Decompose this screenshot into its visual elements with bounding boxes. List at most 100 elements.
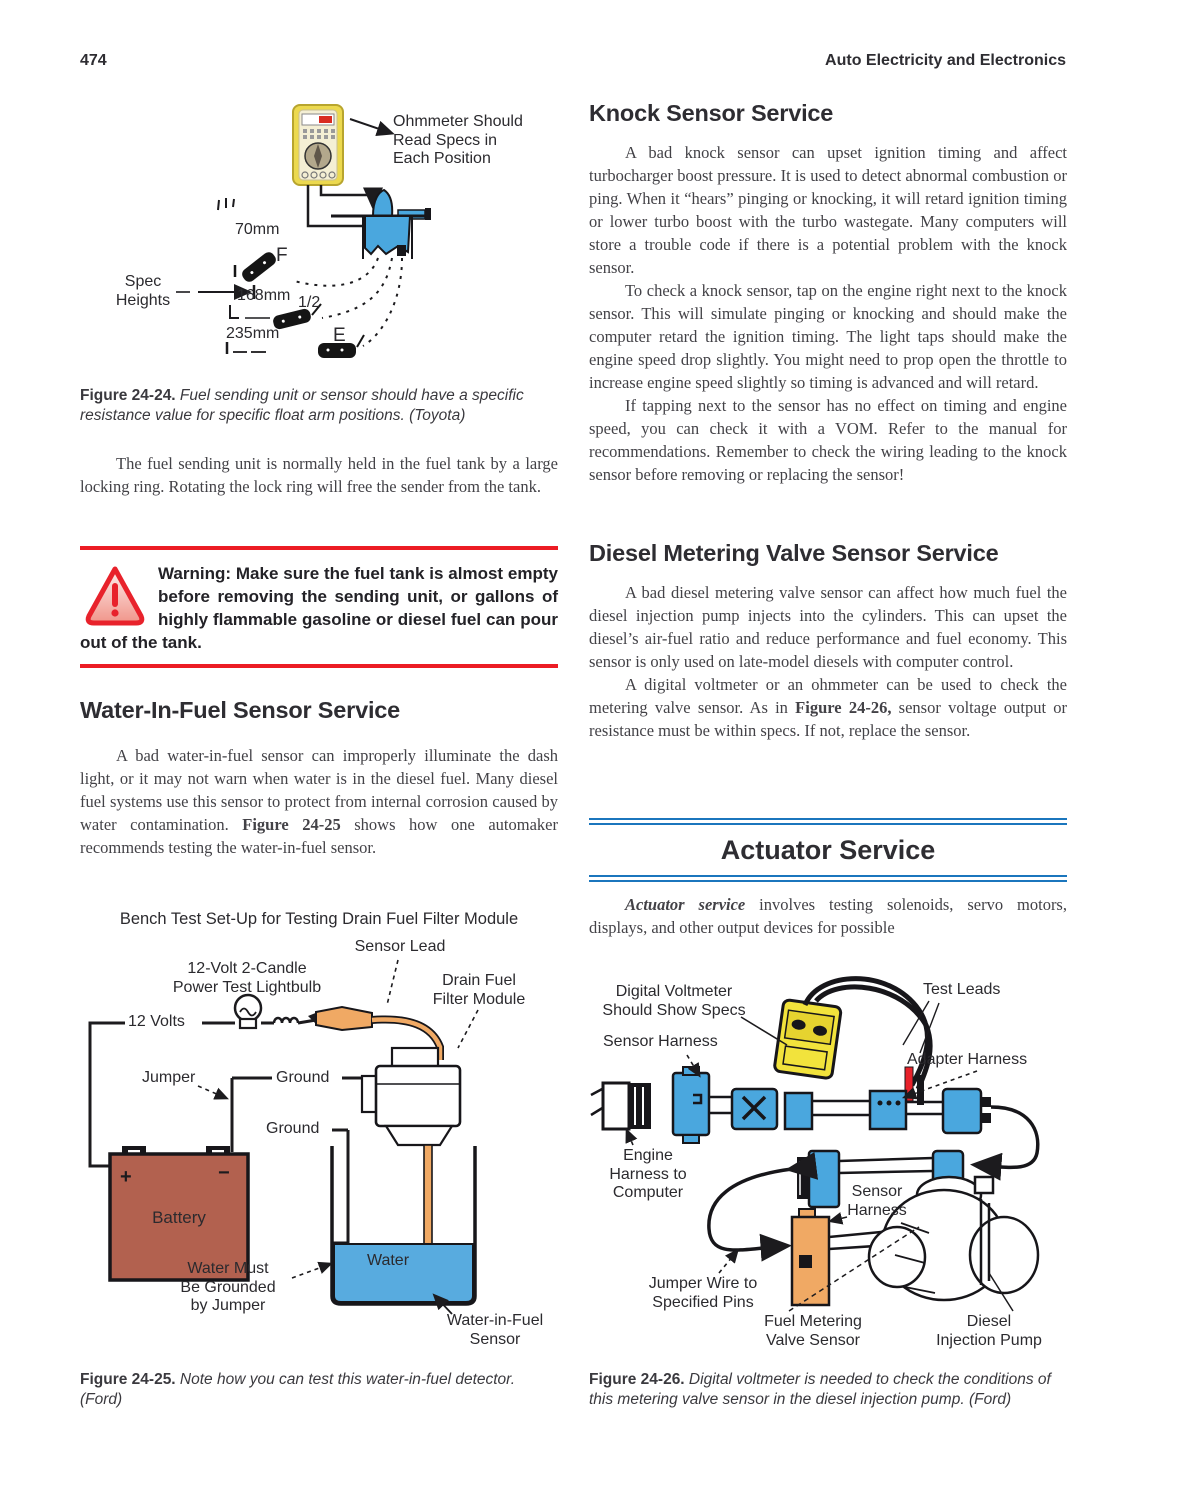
sending-unit-paragraph: The fuel sending unit is normally held i…	[80, 452, 558, 498]
jumper-label: Jumper	[142, 1069, 196, 1086]
diesel-metering-paragraphs: A bad diesel metering valve sensor can a…	[589, 581, 1067, 742]
spec-heights-label: Spec Heights	[115, 273, 171, 309]
diesel-injection-pump-label: Diesel Injection Pump	[936, 1313, 1042, 1349]
water-in-fuel-sensor-label: Water-in-Fuel Sensor	[446, 1312, 544, 1348]
fuel-sending-unit	[331, 188, 431, 259]
ground-label: Ground	[276, 1069, 330, 1086]
tick-marks	[176, 198, 270, 354]
sensor-lead-label: Sensor Lead	[354, 938, 446, 955]
height-235mm-label: 235mm	[226, 325, 280, 342]
figure-24-25-caption-number: Figure 24-25.	[80, 1371, 176, 1388]
figure-reference: Figure 24-26,	[795, 698, 892, 717]
test-lightbulb-label: 12-Volt 2-Candle Power Test Lightbulb	[172, 960, 322, 996]
paragraph: A digital voltmeter or an ohmmeter can b…	[589, 673, 1067, 742]
sensor-harness-label: Sensor Harness	[847, 1183, 907, 1219]
figure-24-26: Digital Voltmeter Should Show Specs Test…	[589, 955, 1079, 1365]
digital-voltmeter-icon	[773, 998, 843, 1080]
float-empty-label: E	[333, 325, 346, 346]
black-test-probe	[917, 1075, 924, 1105]
fuel-metering-valve-connector	[790, 1208, 892, 1307]
double-rule-top	[589, 818, 1067, 825]
figure-24-25-caption: Figure 24-25. Note how you can test this…	[80, 1370, 558, 1410]
figure-24-26-caption: Figure 24-26. Digital voltmeter is neede…	[589, 1370, 1067, 1410]
ohmmeter-note-label: Ohmmeter Should Read Specs in Each Posit…	[393, 113, 523, 168]
diesel-metering-heading: Diesel Metering Valve Sensor Service	[589, 540, 999, 566]
leader-lines	[625, 1000, 1014, 1312]
warning-box: Warning: Make sure the fuel tank is almo…	[80, 546, 558, 668]
paragraph-text: shows how one automaker recommends testi…	[80, 815, 558, 857]
drain-fuel-filter-module	[360, 1046, 462, 1147]
warning-triangle-icon	[85, 566, 145, 626]
water-grounded-label: Water Must Be Grounded by Jumper	[180, 1260, 276, 1315]
ground-label: Ground	[266, 1120, 320, 1137]
running-head: Auto Electricity and Electronics	[825, 52, 1066, 69]
adapter-harness-label: Adapter Harness	[907, 1051, 1028, 1068]
float-half-label: 1/2	[298, 294, 321, 311]
knock-sensor-paragraphs: A bad knock sensor can upset ignition ti…	[589, 141, 1067, 486]
drain-fuel-filter-label: Drain Fuel Filter Module	[432, 972, 526, 1008]
paragraph: If tapping next to the sensor has no eff…	[589, 396, 1067, 484]
actuator-service-banner: Actuator Service	[589, 818, 1067, 882]
page-number: 474	[80, 52, 107, 69]
paragraph: A bad water-in-fuel sensor can improperl…	[80, 744, 558, 859]
water-in-fuel-heading: Water-In-Fuel Sensor Service	[80, 697, 401, 723]
test-lead-wire	[319, 185, 383, 210]
paragraph: The fuel sending unit is normally held i…	[80, 454, 558, 496]
figure-title: Bench Test Set-Up for Testing Drain Fuel…	[119, 910, 519, 928]
figure-24-24-caption: Figure 24-24. Fuel sending unit or senso…	[80, 386, 558, 426]
water-label: Water	[366, 1252, 410, 1269]
actuator-paragraph: Actuator service involves testing soleno…	[589, 893, 1067, 939]
figure-reference: Figure 24-25	[242, 815, 341, 834]
figure-24-26-caption-text: Digital voltmeter is needed to check the…	[589, 1371, 1051, 1408]
jumper-wire	[707, 1152, 819, 1262]
sensor-lead-connector	[308, 1005, 444, 1060]
test-leads-label: Test Leads	[923, 981, 1001, 998]
test-lightbulb-icon	[233, 993, 263, 1030]
digital-voltmeter-label: Digital Voltmeter Should Show Specs	[602, 983, 746, 1019]
jumper-wire-label: Jumper Wire to Specified Pins	[648, 1275, 758, 1311]
bench-test-diagram	[88, 959, 479, 1315]
float-positions	[233, 252, 365, 358]
ohmmeter-icon	[292, 104, 344, 186]
paragraph-text: A digital voltmeter or an ohmmeter can b…	[589, 675, 1067, 717]
battery-negative-sign: −	[218, 1162, 230, 1184]
fuel-metering-valve-label: Fuel Metering Valve Sensor	[764, 1313, 862, 1349]
paragraph: To check a knock sensor, tap on the engi…	[589, 281, 1067, 392]
actuator-service-heading: Actuator Service	[720, 835, 936, 865]
figure-24-26-caption-number: Figure 24-26.	[589, 1371, 685, 1388]
figure-24-25-caption-text: Note how you can test this water-in-fuel…	[80, 1371, 516, 1408]
knock-sensor-heading: Knock Sensor Service	[589, 100, 834, 126]
paragraph: A bad diesel metering valve sensor can a…	[589, 583, 1067, 671]
battery-label: Battery	[152, 1208, 206, 1227]
double-rule-bottom	[589, 875, 1067, 882]
paragraph-text: A bad water-in-fuel sensor can improperl…	[80, 746, 558, 834]
water-container	[330, 1146, 477, 1306]
test-lead-wire	[306, 185, 363, 228]
twelve-volts-label: 12 Volts	[128, 1013, 185, 1030]
height-168mm-label: 168mm	[237, 287, 291, 304]
paragraph: Actuator service involves testing soleno…	[589, 893, 1067, 939]
actuator-service-term: Actuator service	[625, 895, 746, 914]
diesel-injection-pump-art	[867, 1175, 1040, 1302]
paragraph-text: sensor voltage output or resistance must…	[589, 698, 1068, 740]
harness-loop-wire	[970, 1105, 1040, 1181]
warning-text: Warning: Make sure the fuel tank is almo…	[80, 564, 558, 652]
ohmmeter-arrow	[349, 118, 395, 137]
paragraph: A bad knock sensor can upset ignition ti…	[589, 143, 1067, 277]
battery-icon	[108, 1146, 250, 1282]
figure-24-24-caption-number: Figure 24-24.	[80, 387, 176, 404]
sensor-harness-label: Sensor Harness	[603, 1033, 718, 1050]
figure-24-24-caption-text: Fuel sending unit or sensor should have …	[80, 387, 524, 424]
figure-24-25: Bench Test Set-Up for Testing Drain Fuel…	[80, 908, 558, 1368]
fuel-sender-ohmmeter-diagram	[176, 104, 431, 358]
paragraph-text: involves testing solenoids, servo motors…	[589, 895, 1067, 937]
figure-24-24: Ohmmeter Should Read Specs in Each Posit…	[80, 95, 558, 385]
leader-lines	[197, 959, 479, 1315]
float-full-label: F	[276, 245, 288, 266]
height-70mm-label: 70mm	[235, 221, 280, 238]
engine-harness-label: Engine Harness to Computer	[609, 1147, 687, 1202]
water-in-fuel-paragraph: A bad water-in-fuel sensor can improperl…	[80, 744, 558, 859]
float-arm-traces	[293, 257, 403, 347]
harness-connectors-row1	[590, 1066, 991, 1144]
